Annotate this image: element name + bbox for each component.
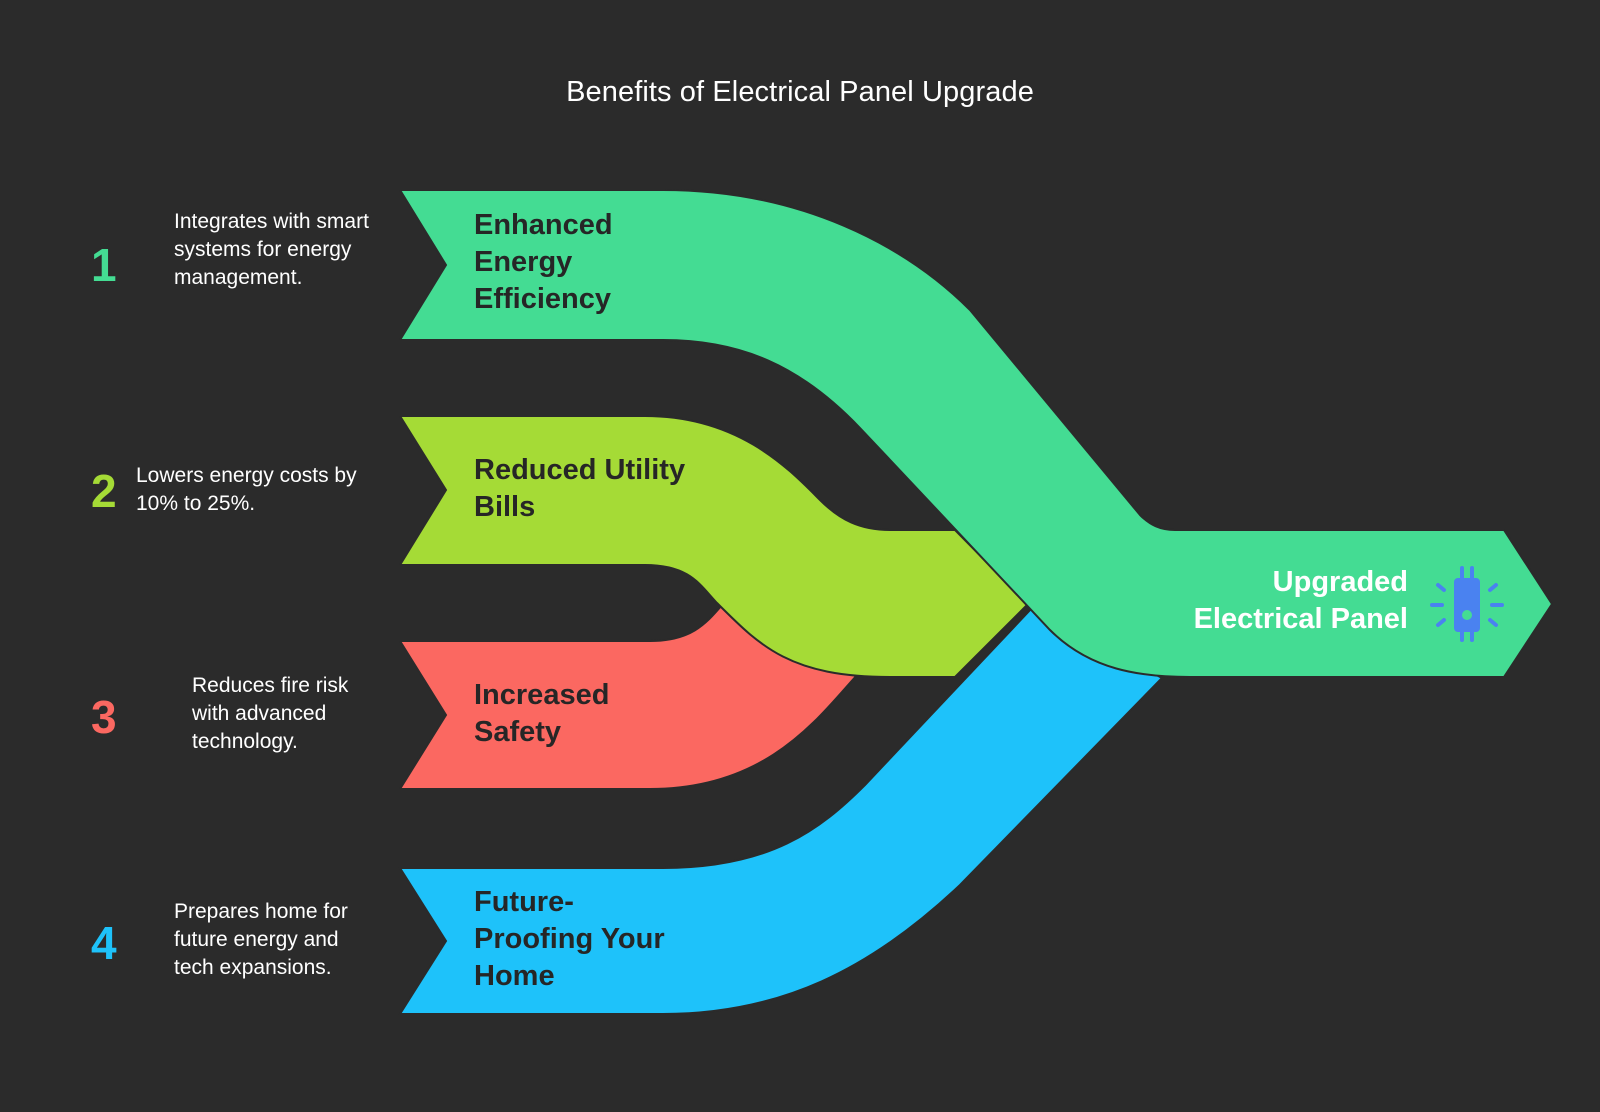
circuit-chip-icon — [1430, 566, 1504, 642]
band-enhanced-energy-efficiency — [398, 189, 1554, 678]
benefit-number-3: 3 — [91, 691, 117, 743]
benefit-number-4: 4 — [91, 917, 117, 969]
benefit-description-3: Reduces fire risk with advanced technolo… — [192, 674, 349, 753]
band-future-proofing — [398, 606, 1164, 1015]
band-reduced-utility-bills — [398, 415, 1030, 678]
benefit-description-4: Prepares home for future energy and tech… — [174, 900, 348, 979]
benefit-label-1: Enhanced Energy Efficiency — [474, 209, 613, 315]
result-label: Upgraded Electrical Panel — [1193, 566, 1408, 635]
benefit-number-2: 2 — [91, 465, 117, 517]
band-increased-safety — [398, 603, 860, 790]
benefit-number-1: 1 — [91, 239, 117, 291]
benefit-label-3: Increased Safety — [474, 679, 610, 748]
benefit-label-4: Future-Proofing Your Home — [474, 886, 665, 992]
benefit-description-1: Integrates with smart systems for energy… — [174, 210, 369, 289]
benefit-description-2: Lowers energy costs by 10% to 25%. — [136, 464, 357, 515]
diagram-title: Benefits of Electrical Panel Upgrade — [566, 76, 1034, 108]
benefit-label-2: Reduced Utility Bills — [474, 454, 686, 523]
